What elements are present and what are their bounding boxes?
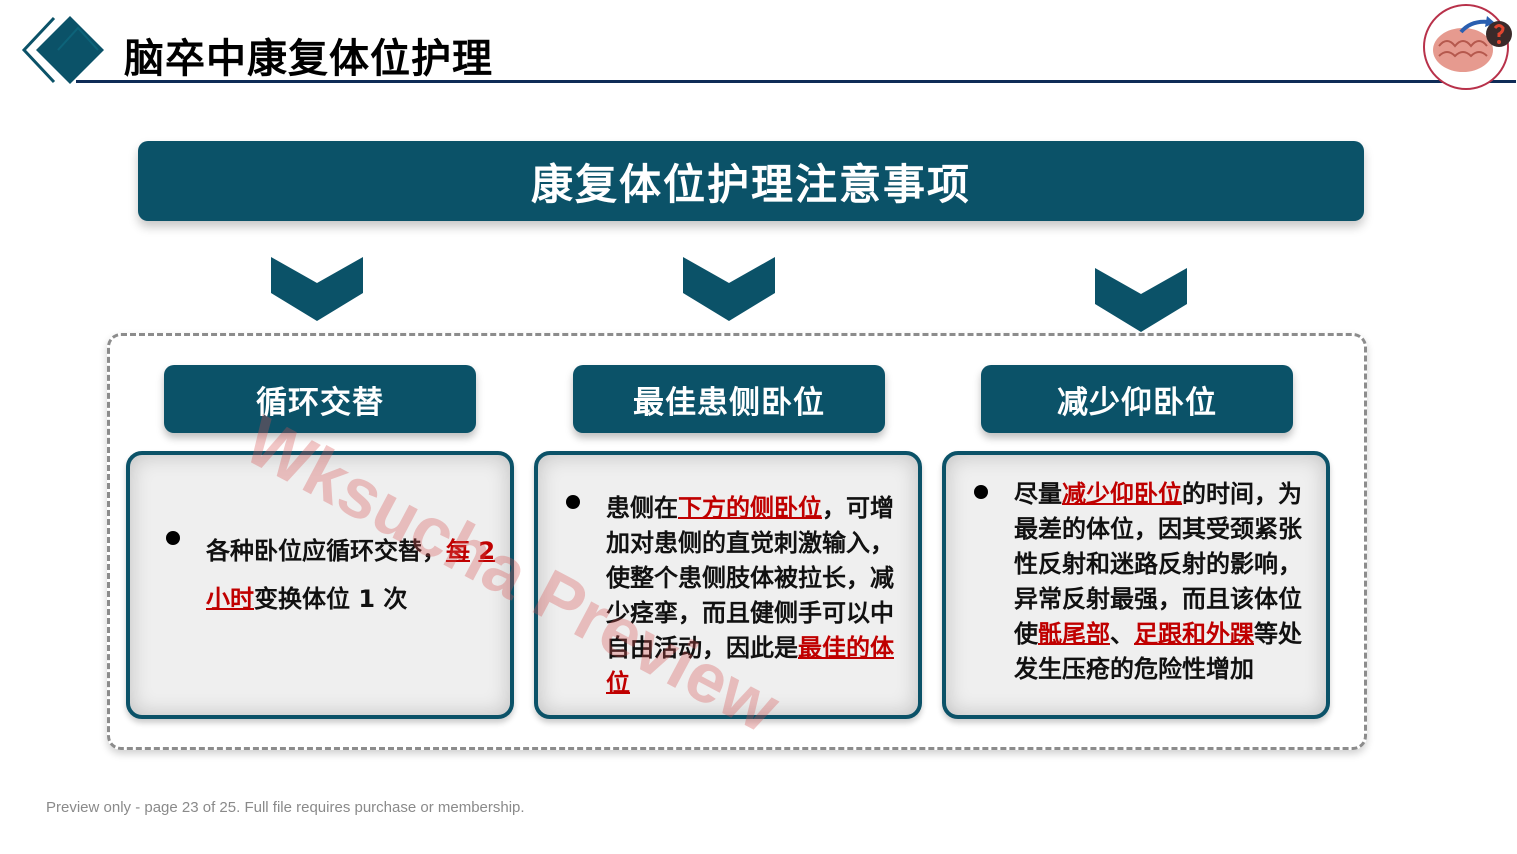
card-affected-side: 患侧在下方的侧卧位，可增加对患侧的直觉刺激输入，使整个患侧肢体被拉长，减少痉挛，… [534,451,922,719]
card-text: 患侧在下方的侧卧位，可增加对患侧的直觉刺激输入，使整个患侧肢体被拉长，减少痉挛，… [606,491,902,701]
card-text: 各种卧位应循环交替，每 2 小时变换体位 1 次 [206,527,496,623]
card-reduce-supine: 尽量减少仰卧位的时间，为最差的体位，因其受颈紧张性反射和迷路反射的影响，异常反射… [942,451,1330,719]
body-text: 、 [1110,620,1134,648]
highlight-text: 2 [478,537,496,565]
bullet-icon [974,485,988,499]
header-divider [76,80,1516,83]
highlight-text: 骶尾部 [1038,620,1110,648]
body-text: 尽量 [1014,480,1062,508]
body-text: 各种卧位应循环交替， [206,537,446,565]
highlight-text: 最佳的体位 [606,634,894,697]
body-text: ，可增加对患侧的直觉刺激输入，使整个患侧肢体被拉长，减少痉挛，而且健侧手可以中自… [606,494,894,662]
diamond-logo-icon [21,16,104,84]
card-text: 尽量减少仰卧位的时间，为最差的体位，因其受颈紧张性反射和迷路反射的影响，异常反射… [1014,477,1312,687]
highlight-text: 下方的侧卧位 [678,494,822,522]
body-text: 的时间，为最差的体位，因其受颈紧张性反射和迷路反射的影响，异常反射最强，而且该体… [1014,480,1302,648]
chevron-down-icon [1095,268,1187,332]
highlight-text: 足跟和外踝 [1134,620,1254,648]
bullet-icon [566,495,580,509]
card-alternate: 各种卧位应循环交替，每 2 小时变换体位 1 次 [126,451,514,719]
body-text: 患侧在 [606,494,678,522]
chevron-down-icon [271,257,363,321]
highlight-text: 小时 [206,585,254,613]
section-banner: 康复体位护理注意事项 [138,141,1364,221]
footer-note: Preview only - page 23 of 25. Full file … [46,799,525,816]
banner-title: 康复体位护理注意事项 [530,159,971,209]
bullet-icon [166,531,180,545]
chevron-down-icon [683,257,775,321]
highlight-text: 减少仰卧位 [1062,480,1182,508]
notes-container [107,333,1367,750]
highlight-text: 每 [446,537,470,565]
page-title: 脑卒中康复体位护理 [124,36,493,82]
brain-logo-icon [1423,4,1512,90]
column-header-affected-side: 最佳患侧卧位 [573,365,885,433]
column-header-alternate: 循环交替 [164,365,476,433]
body-text: 变换体位 1 次 [254,585,408,613]
column-header-reduce-supine: 减少仰卧位 [981,365,1293,433]
body-text: 等处发生压疮的危险性增加 [1014,620,1302,683]
